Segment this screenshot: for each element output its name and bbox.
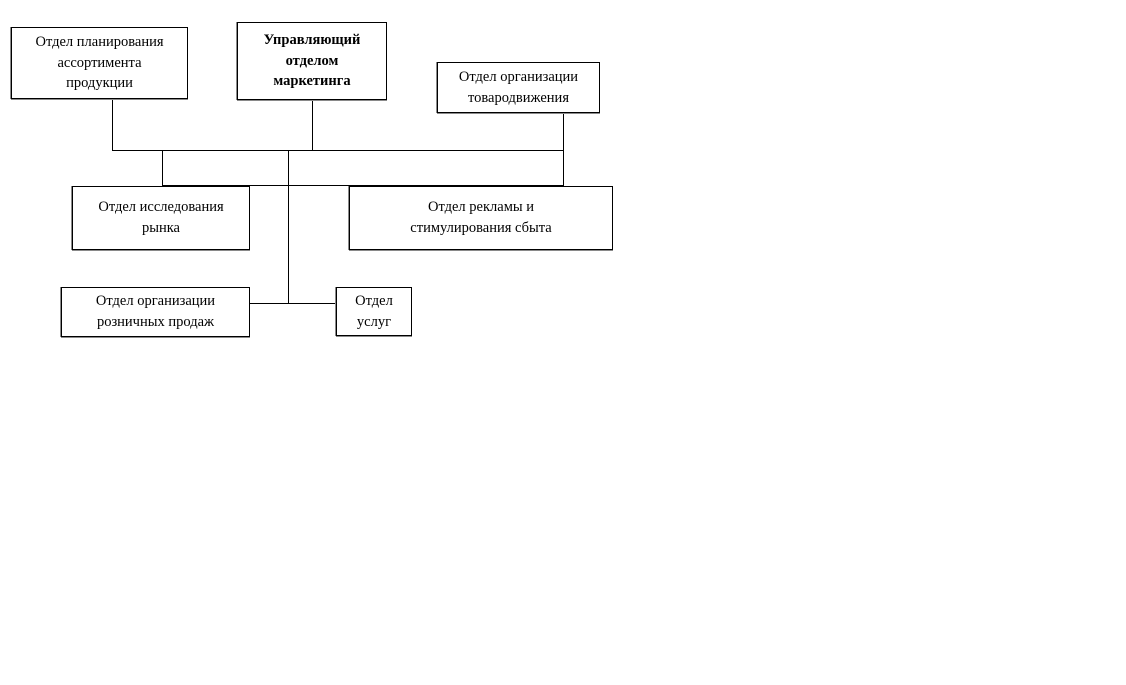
node-label: Отдел рекламы и стимулирования сбыта (410, 199, 552, 236)
node-label: Отдел организации товародвижения (458, 68, 579, 106)
edge-bottom-bus (249, 303, 337, 304)
node-services-department[interactable]: Отдел услуг (336, 287, 412, 336)
edge-advertising-drop (563, 151, 564, 187)
node-distribution-department[interactable]: Отдел организации товародвижения (437, 62, 600, 113)
node-advertising-department[interactable]: Отдел рекламы и стимулирования сбыта (349, 186, 613, 250)
edge-center-spine (288, 150, 289, 303)
node-retail-sales-department[interactable]: Отдел организации розничных продаж (61, 287, 250, 337)
node-marketing-manager[interactable]: Управляющий отделом маркетинга (237, 22, 387, 100)
edge-main-bus (112, 150, 564, 151)
node-label: Отдел исследования рынка (98, 199, 224, 236)
edge-manager-drop (312, 100, 313, 151)
node-label: Отдел планирования ассортимента продукци… (35, 34, 164, 92)
edge-market-research-drop (162, 151, 163, 187)
node-label: Отдел услуг (355, 292, 393, 330)
node-planning-department[interactable]: Отдел планирования ассортимента продукци… (11, 27, 188, 99)
node-label: Управляющий отделом маркетинга (263, 32, 361, 90)
edge-distribution-drop (563, 113, 564, 151)
edge-lower-bus (162, 185, 564, 186)
node-label: Отдел организации розничных продаж (95, 293, 216, 330)
edge-planning-drop (112, 99, 113, 151)
node-market-research-department[interactable]: Отдел исследования рынка (72, 186, 250, 250)
